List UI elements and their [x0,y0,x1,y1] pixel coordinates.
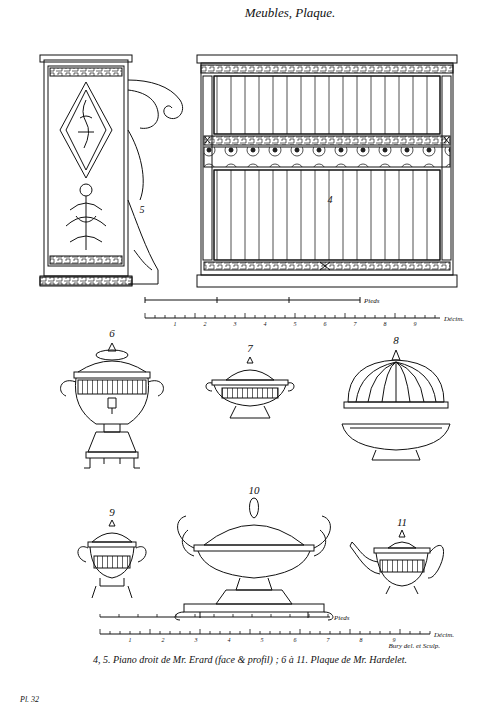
callout-number: 6 [109,328,115,339]
scale-bars [100,297,440,634]
callout-number: 9 [109,507,115,518]
tea-urn [61,343,164,468]
scale-number: 3 [234,321,237,327]
scale-number: 1 [174,321,177,327]
scale-number: 2 [204,321,207,327]
callout-number: 8 [393,335,399,346]
scale-number: 3 [195,637,198,643]
piano-profile [40,55,183,286]
callout-number: 7 [247,343,253,354]
scale-unit: Décim. [444,316,464,323]
scale-unit: Décim. [434,632,454,639]
callout-number: 11 [397,517,407,528]
scale-unit: Pieds [364,298,380,305]
plate-number: Pl. 32 [20,696,39,704]
scale-number: 9 [393,637,396,643]
scale-number: 7 [354,321,357,327]
scale-number: 4 [228,637,231,643]
teapot [350,530,444,594]
callout-number: 5 [140,205,145,215]
callout-number: 4 [328,195,333,205]
scale-number: 1 [129,637,132,643]
piano-front [197,55,457,287]
scale-number: 4 [264,321,267,327]
callout-number: 10 [249,485,260,496]
scale-number: 6 [294,637,297,643]
sugar-bowl [78,520,146,598]
scale-number: 2 [162,637,165,643]
scale-number: 7 [327,637,330,643]
engraver-credit: Bury del. et Sculp. [388,643,440,650]
scale-number: 6 [324,321,327,327]
plate-caption: 4, 5. Piano droit de Mr. Erard (face & p… [93,655,407,665]
scale-number: 8 [360,637,363,643]
scale-number: 5 [261,637,264,643]
scale-number: 8 [384,321,387,327]
serving-dish [342,424,450,460]
large-tureen [175,498,333,620]
plate-title: Meubles, Plaque. [245,6,336,19]
covered-dish [206,357,294,418]
scale-number: 9 [414,321,417,327]
scale-unit: Pieds [334,615,350,622]
dome-cover [344,350,448,408]
scale-number: 5 [294,321,297,327]
